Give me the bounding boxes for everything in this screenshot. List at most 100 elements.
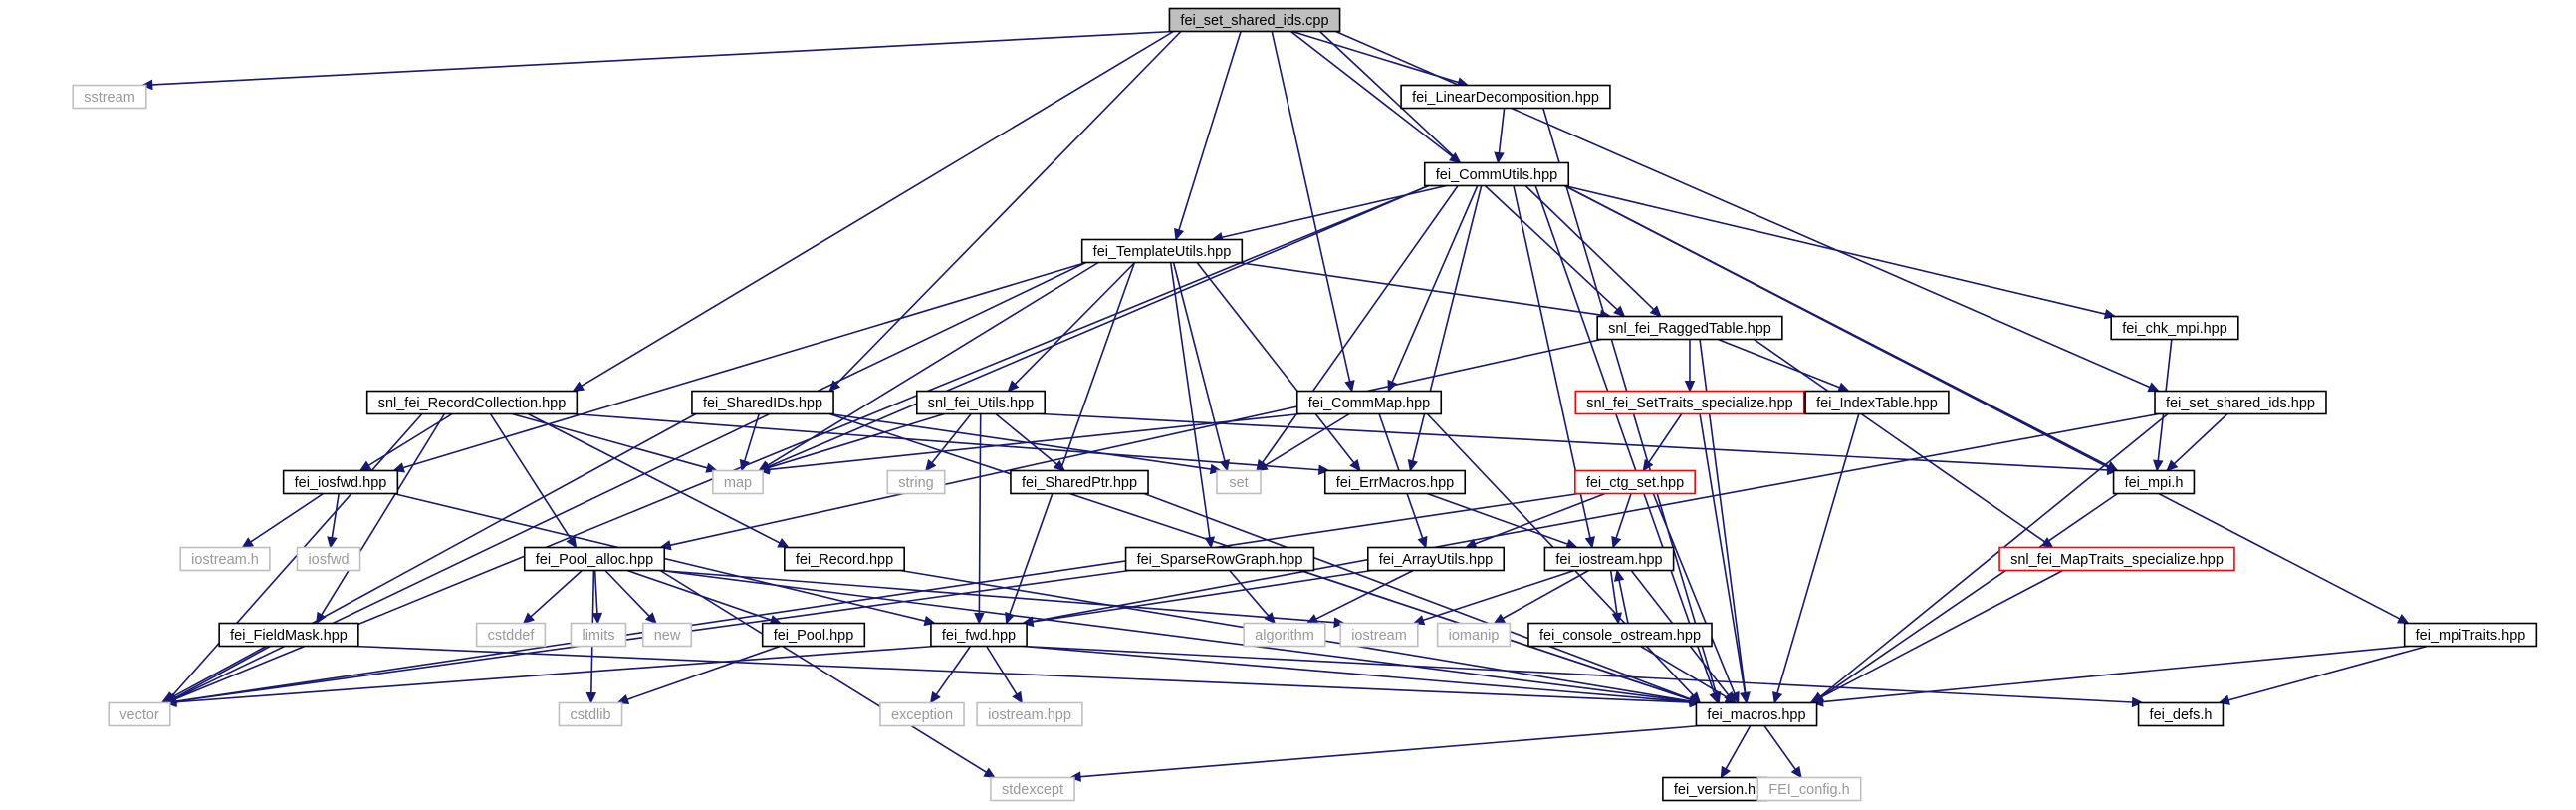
edge-sharedids-to-set bbox=[828, 412, 1212, 470]
node-errmacros[interactable]: fei_ErrMacros.hpp bbox=[1323, 469, 1467, 495]
node-setsharedids[interactable]: fei_set_shared_ids.hpp bbox=[2154, 390, 2327, 415]
edge-poolalloc-to-limits bbox=[593, 570, 598, 614]
node-pool[interactable]: fei_Pool.hpp bbox=[761, 622, 866, 648]
edge-arrowhead bbox=[241, 537, 255, 549]
node-label: fei_CommMap.hpp bbox=[1308, 396, 1431, 411]
edge-commutils-to-commmap bbox=[1391, 185, 1479, 383]
edge-recordcoll-to-fieldmask bbox=[321, 413, 446, 616]
node-box bbox=[641, 622, 693, 648]
node-iosfwd: iosfwd bbox=[296, 546, 361, 572]
edge-templateutils-to-iosfwd_hpp bbox=[402, 261, 1086, 469]
node-iostream_hpp: iostream.hpp bbox=[976, 701, 1083, 727]
edge-setsharedids-to-feimpi bbox=[2173, 412, 2228, 465]
edge-arrayutils-to-algorithm bbox=[1315, 569, 1414, 620]
node-label: iostream bbox=[1351, 628, 1407, 644]
node-settraits[interactable]: snl_fei_SetTraits_specialize.hpp bbox=[1574, 390, 1805, 415]
edge-arrowhead bbox=[924, 459, 937, 472]
edge-feimpi-to-macros bbox=[1820, 492, 2119, 698]
node-set: set bbox=[1216, 469, 1262, 495]
node-sharedptr[interactable]: fei_SharedPtr.hpp bbox=[1010, 469, 1149, 495]
node-sharedids[interactable]: fei_SharedIDs.hpp bbox=[691, 390, 834, 415]
edge-arrowhead bbox=[1053, 459, 1066, 472]
node-label: cstdlib bbox=[570, 707, 610, 723]
node-arrayutils[interactable]: fei_ArrayUtils.hpp bbox=[1366, 546, 1506, 572]
node-box bbox=[523, 546, 666, 572]
edge-ctgset-to-arrayutils bbox=[1475, 492, 1606, 545]
edge-poolalloc-to-stdexcept bbox=[659, 569, 987, 773]
node-box bbox=[1695, 701, 1818, 727]
edge-poolalloc-to-new bbox=[604, 569, 650, 617]
node-box bbox=[886, 469, 946, 495]
node-record[interactable]: fei_Record.hpp bbox=[784, 546, 905, 572]
node-chkmpi[interactable]: fei_chk_mpi.hpp bbox=[2110, 315, 2239, 341]
edge-poolalloc-to-cstddef bbox=[530, 569, 583, 618]
edge-arrowhead bbox=[1494, 151, 1505, 164]
edge-arrowhead bbox=[1012, 690, 1023, 704]
node-label: fei_LinearDecomposition.hpp bbox=[1412, 90, 1599, 106]
node-ctgset[interactable]: fei_ctg_set.hpp bbox=[1574, 469, 1696, 495]
node-label: stdexcept bbox=[1002, 782, 1063, 798]
node-mpitraits[interactable]: fei_mpiTraits.hpp bbox=[2403, 622, 2538, 648]
node-box bbox=[712, 469, 764, 495]
edge-root-to-sstream bbox=[151, 30, 1174, 86]
node-fwd[interactable]: fei_fwd.hpp bbox=[930, 622, 1028, 648]
edge-consoleostream-to-macros bbox=[1640, 645, 1729, 699]
node-iosfwd_hpp[interactable]: fei_iosfwd.hpp bbox=[282, 469, 399, 495]
edge-arrowhead bbox=[1417, 535, 1428, 549]
node-poolalloc[interactable]: fei_Pool_alloc.hpp bbox=[523, 546, 666, 572]
node-stdexcept: stdexcept bbox=[990, 776, 1075, 802]
edge-indextable-to-macros bbox=[1776, 413, 1860, 694]
node-commmap[interactable]: fei_CommMap.hpp bbox=[1295, 390, 1443, 415]
edge-commutils-to-chkmpi bbox=[1564, 184, 2106, 315]
node-defs[interactable]: fei_defs.h bbox=[2137, 701, 2225, 727]
node-ragged[interactable]: snl_fei_RaggedTable.hpp bbox=[1596, 315, 1783, 341]
node-templateutils[interactable]: fei_TemplateUtils.hpp bbox=[1080, 238, 1244, 264]
node-box bbox=[976, 701, 1083, 727]
edge-commutils-to-templateutils bbox=[1221, 184, 1447, 239]
edge-poolalloc-to-macros bbox=[660, 569, 1691, 703]
node-label: snl_fei_SetTraits_specialize.hpp bbox=[1586, 396, 1792, 411]
node-label: fei_Pool_alloc.hpp bbox=[536, 552, 654, 568]
node-label: algorithm bbox=[1255, 628, 1314, 644]
edge-poolalloc-to-iostream bbox=[660, 569, 1335, 624]
edge-feiiostream-to-consoleostream bbox=[1609, 570, 1618, 614]
node-label: fei_chk_mpi.hpp bbox=[2122, 321, 2227, 337]
edge-commutils-to-vector bbox=[174, 184, 1430, 700]
node-sparserow[interactable]: fei_SparseRowGraph.hpp bbox=[1124, 546, 1315, 572]
node-macros[interactable]: fei_macros.hpp bbox=[1695, 701, 1818, 727]
edge-arrowhead bbox=[1613, 569, 1625, 582]
node-label: fei_iosfwd.hpp bbox=[295, 475, 387, 491]
edge-feiiostream-to-iostream bbox=[1422, 569, 1575, 622]
node-fieldmask[interactable]: fei_FieldMask.hpp bbox=[218, 622, 359, 648]
edge-arrowhead bbox=[1333, 617, 1346, 628]
edge-fwd-to-exception bbox=[935, 646, 972, 695]
node-indextable[interactable]: fei_IndexTable.hpp bbox=[1804, 390, 1950, 415]
edge-arrowhead bbox=[522, 612, 535, 625]
node-snlutils[interactable]: snl_fei_Utils.hpp bbox=[915, 390, 1047, 415]
node-label: fei_SharedPtr.hpp bbox=[1022, 475, 1137, 491]
node-feiiostream[interactable]: fei_iostream.hpp bbox=[1543, 546, 1675, 572]
node-label: snl_fei_RecordCollection.hpp bbox=[378, 396, 567, 411]
node-box bbox=[1400, 84, 1611, 110]
node-recordcoll[interactable]: snl_fei_RecordCollection.hpp bbox=[365, 390, 579, 415]
node-box bbox=[1366, 546, 1506, 572]
node-commutils[interactable]: fei_CommUtils.hpp bbox=[1423, 161, 1570, 187]
node-limits: limits bbox=[570, 622, 627, 648]
edge-settraits-to-macros bbox=[1699, 413, 1747, 693]
node-feimpi[interactable]: fei_mpi.h bbox=[2112, 469, 2196, 495]
node-label: vector bbox=[119, 707, 159, 723]
node-version[interactable]: fei_version.h bbox=[1662, 776, 1767, 802]
node-linear[interactable]: fei_LinearDecomposition.hpp bbox=[1400, 84, 1611, 110]
node-label: fei_fwd.hpp bbox=[942, 628, 1016, 644]
edge-fwd-to-macros bbox=[1023, 645, 1691, 703]
node-maptraits[interactable]: snl_fei_MapTraits_specialize.hpp bbox=[1998, 546, 2235, 572]
edge-arrowhead bbox=[1344, 380, 1355, 393]
edge-arrowhead bbox=[164, 696, 177, 707]
node-consoleostream[interactable]: fei_console_ostream.hpp bbox=[1527, 622, 1713, 648]
node-root[interactable]: fei_set_shared_ids.cpp bbox=[1168, 7, 1341, 33]
node-iostream: iostream bbox=[1339, 622, 1419, 648]
edge-arrowhead bbox=[777, 538, 790, 549]
edge-commutils-to-ragged bbox=[1524, 184, 1655, 311]
edge-root-to-recordcoll bbox=[581, 30, 1174, 388]
